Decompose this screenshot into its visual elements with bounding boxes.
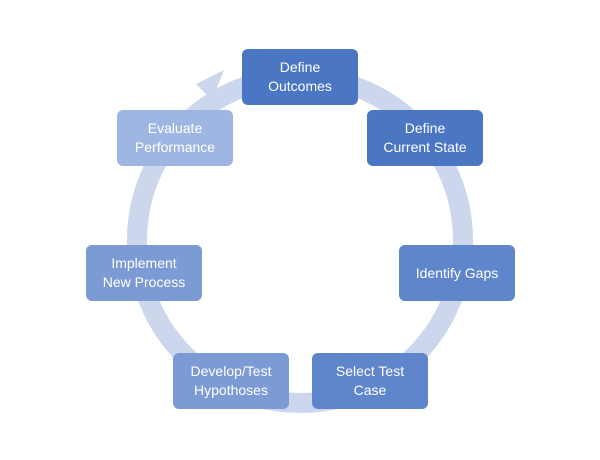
step-select-test-case: Select Test Case bbox=[312, 353, 428, 409]
step-implement-new-process-line-2: New Process bbox=[102, 274, 186, 290]
step-evaluate-performance-line-1: Evaluate bbox=[147, 120, 203, 136]
step-evaluate-performance-line-2: Performance bbox=[134, 139, 216, 155]
step-evaluate-performance: Evaluate Performance bbox=[117, 110, 233, 166]
cycle-ring-arrowhead bbox=[196, 70, 224, 100]
step-identify-gaps: Identify Gaps bbox=[399, 245, 515, 301]
step-develop-test-hypotheses: Develop/Test Hypothoses bbox=[173, 353, 289, 409]
step-define-outcomes-line-2: Outcomes bbox=[268, 78, 332, 94]
step-select-test-case-line-2: Case bbox=[353, 382, 387, 398]
step-define-current-state: Define Current State bbox=[367, 110, 483, 166]
step-select-test-case-line-1: Select Test bbox=[335, 363, 405, 379]
step-define-outcomes: Define Outcomes bbox=[242, 49, 358, 105]
step-develop-test-hypotheses-line-1: Develop/Test bbox=[190, 363, 272, 379]
step-define-outcomes-line-1: Define bbox=[279, 59, 321, 75]
step-implement-new-process-line-1: Implement bbox=[111, 255, 177, 271]
step-develop-test-hypotheses-line-2: Hypothoses bbox=[194, 382, 268, 398]
step-define-current-state-line-2: Current State bbox=[383, 139, 467, 155]
step-implement-new-process: Implement New Process bbox=[86, 245, 202, 301]
step-define-current-state-line-1: Define bbox=[404, 120, 446, 136]
step-identify-gaps-line-1: Identify Gaps bbox=[415, 264, 499, 281]
